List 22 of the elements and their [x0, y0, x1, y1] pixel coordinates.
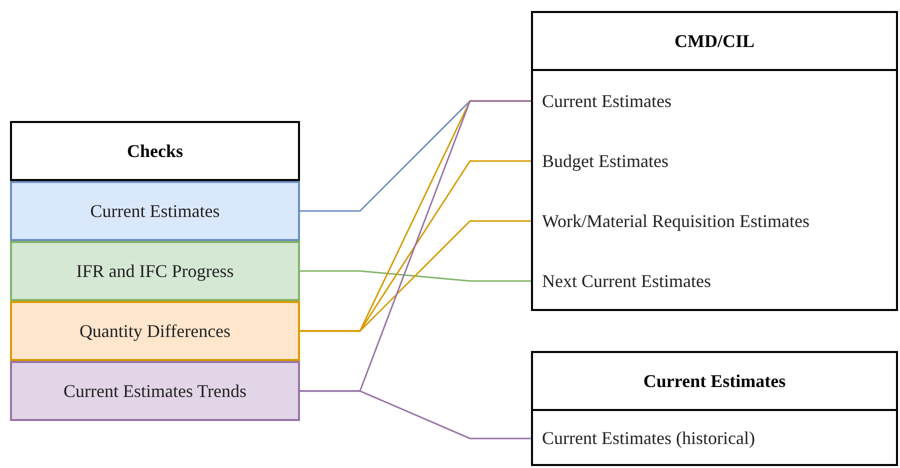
row-label: Next Current Estimates: [542, 270, 711, 292]
table-box: [10, 121, 300, 421]
table-header: CMD/CIL: [674, 30, 754, 52]
table-row: [10, 361, 300, 421]
table-box: [531, 351, 898, 466]
table-row: [10, 301, 300, 361]
row-label: IFR and IFC Progress: [76, 260, 234, 283]
table-box: [531, 11, 898, 311]
row-label: Current Estimates: [90, 200, 220, 222]
row-label: Budget Estimates: [542, 150, 668, 173]
connector-line: [300, 270, 531, 282]
row-label: Current Estimates: [542, 90, 672, 112]
table-header: Current Estimates: [643, 370, 786, 392]
row-label: Quantity Differences: [79, 320, 231, 343]
table-header: Checks: [126, 140, 183, 162]
row-label: Work/Material Requisition Estimates: [542, 210, 810, 233]
connector-line: [300, 220, 531, 332]
connector-line: [300, 390, 531, 440]
row-label: Current Estimates Trends: [64, 380, 246, 402]
table-row: [10, 241, 300, 301]
table-row: [10, 181, 300, 241]
row-label: Current Estimates (historical): [542, 427, 755, 450]
